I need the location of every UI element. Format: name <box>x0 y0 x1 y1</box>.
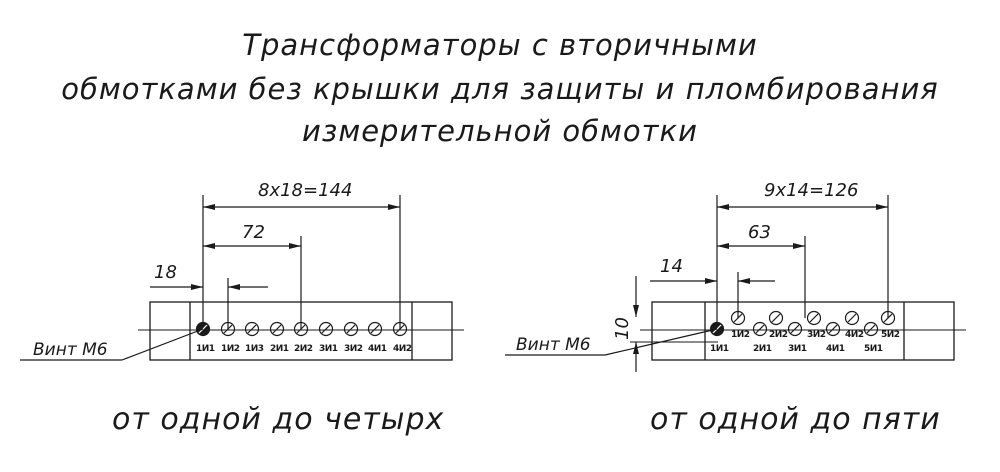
terminal-label: 4И1 <box>826 344 845 354</box>
right-terminal-block <box>640 301 966 361</box>
screw-right-4-1 <box>825 321 841 337</box>
terminal-label: 3И1 <box>788 344 807 354</box>
terminal-label: 5И1 <box>864 344 883 354</box>
terminal-label: 2И2 <box>769 330 788 340</box>
left-dim-total: 8х18=144 <box>258 180 352 201</box>
screw-right-1-2 <box>730 310 746 326</box>
title-line-1: Трансформаторы с вторичными <box>242 28 758 62</box>
screw-left-8 <box>367 321 383 337</box>
left-caption: от одной до четырх <box>112 402 445 437</box>
right-dim-total: 9х14=126 <box>764 180 858 201</box>
screw-right-5-2 <box>880 310 896 326</box>
title-line-3: измерительной обмотки <box>302 114 698 148</box>
screw-left-5 <box>293 321 309 337</box>
screw-right-5-1 <box>863 321 879 337</box>
screw-left-9 <box>392 321 408 337</box>
screw-right-3-1 <box>787 321 803 337</box>
screw-left-4 <box>269 321 285 337</box>
right-dim-half: 63 <box>748 222 771 243</box>
screw-left-7 <box>343 321 359 337</box>
screw-left-2 <box>220 321 236 337</box>
terminal-label: 2И1 <box>753 344 772 354</box>
right-dimensions <box>630 195 889 372</box>
left-dim-half: 72 <box>242 222 265 243</box>
left-screw-leader <box>20 328 204 361</box>
left-dim-pitch: 18 <box>154 262 177 283</box>
screw-right-2-2 <box>768 310 784 326</box>
left-terminal-labels: 1И1 1И2 1И3 2И1 2И2 3И1 3И2 4И1 4И2 <box>196 344 412 354</box>
terminal-label: 4И2 <box>393 344 412 354</box>
terminal-label: 1И1 <box>196 344 215 354</box>
terminal-label: 1И2 <box>731 330 750 340</box>
screw-right-2-1 <box>752 321 768 337</box>
right-terminal-labels: 1И2 2И2 3И2 4И2 5И2 1И1 2И1 3И1 4И1 5И1 <box>710 330 900 354</box>
right-screw-label: Винт М6 <box>516 335 591 355</box>
terminal-label: 1И3 <box>245 344 264 354</box>
terminal-label: 4И2 <box>845 330 864 340</box>
terminal-label: 3И2 <box>344 344 363 354</box>
terminal-label: 5И2 <box>881 330 900 340</box>
terminal-label: 3И1 <box>319 344 338 354</box>
screw-left-6 <box>318 321 334 337</box>
terminal-label: 3И2 <box>807 330 826 340</box>
right-block-outline <box>651 301 955 361</box>
right-dim-height: 10 <box>612 317 633 340</box>
screw-right-4-2 <box>844 310 860 326</box>
right-screw-leader <box>505 328 718 356</box>
right-dim-pitch: 14 <box>660 256 683 277</box>
terminal-label: 1И1 <box>710 344 729 354</box>
terminal-label: 2И1 <box>270 344 289 354</box>
screw-left-3 <box>244 321 260 337</box>
terminal-label: 1И2 <box>221 344 240 354</box>
left-dimensions <box>150 195 401 330</box>
terminal-label: 2И2 <box>294 344 313 354</box>
right-caption: от одной до пяти <box>650 402 941 437</box>
left-screw-label: Винт М6 <box>33 340 108 360</box>
terminal-label: 4И1 <box>368 344 387 354</box>
screw-right-3-2 <box>806 310 822 326</box>
title-line-2: обмотками без крышки для защиты и пломби… <box>61 72 939 106</box>
